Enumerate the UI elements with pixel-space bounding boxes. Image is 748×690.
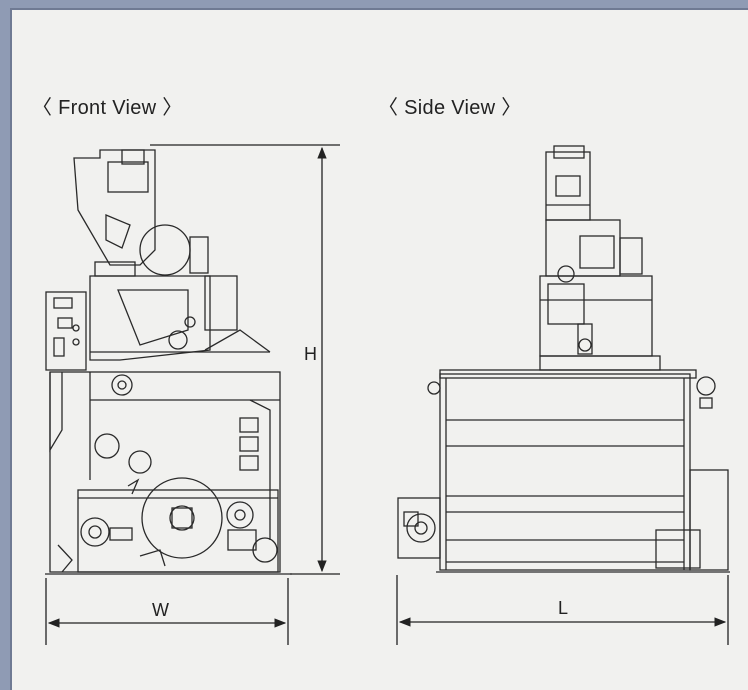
front-view-machine <box>45 149 292 575</box>
length-label: L <box>558 598 568 618</box>
drawing-sheet <box>10 8 748 690</box>
side-view-title: 〈 Side View 〉 <box>378 97 522 119</box>
side-mid-housing <box>539 275 653 357</box>
dimension-lines <box>45 144 729 645</box>
width-label: W <box>152 600 169 620</box>
side-top-hopper <box>545 151 591 221</box>
front-middle-housing <box>89 275 211 361</box>
side-end-cover <box>689 469 729 571</box>
front-drum-wheel <box>141 477 223 559</box>
side-view-machine <box>397 145 730 573</box>
side-drive-motor <box>397 497 441 559</box>
height-label: H <box>304 344 317 364</box>
front-control-panel <box>45 291 87 371</box>
front-view-title: 〈 Front View 〉 <box>32 97 183 119</box>
front-hopper <box>73 149 156 266</box>
front-motor <box>139 224 191 276</box>
